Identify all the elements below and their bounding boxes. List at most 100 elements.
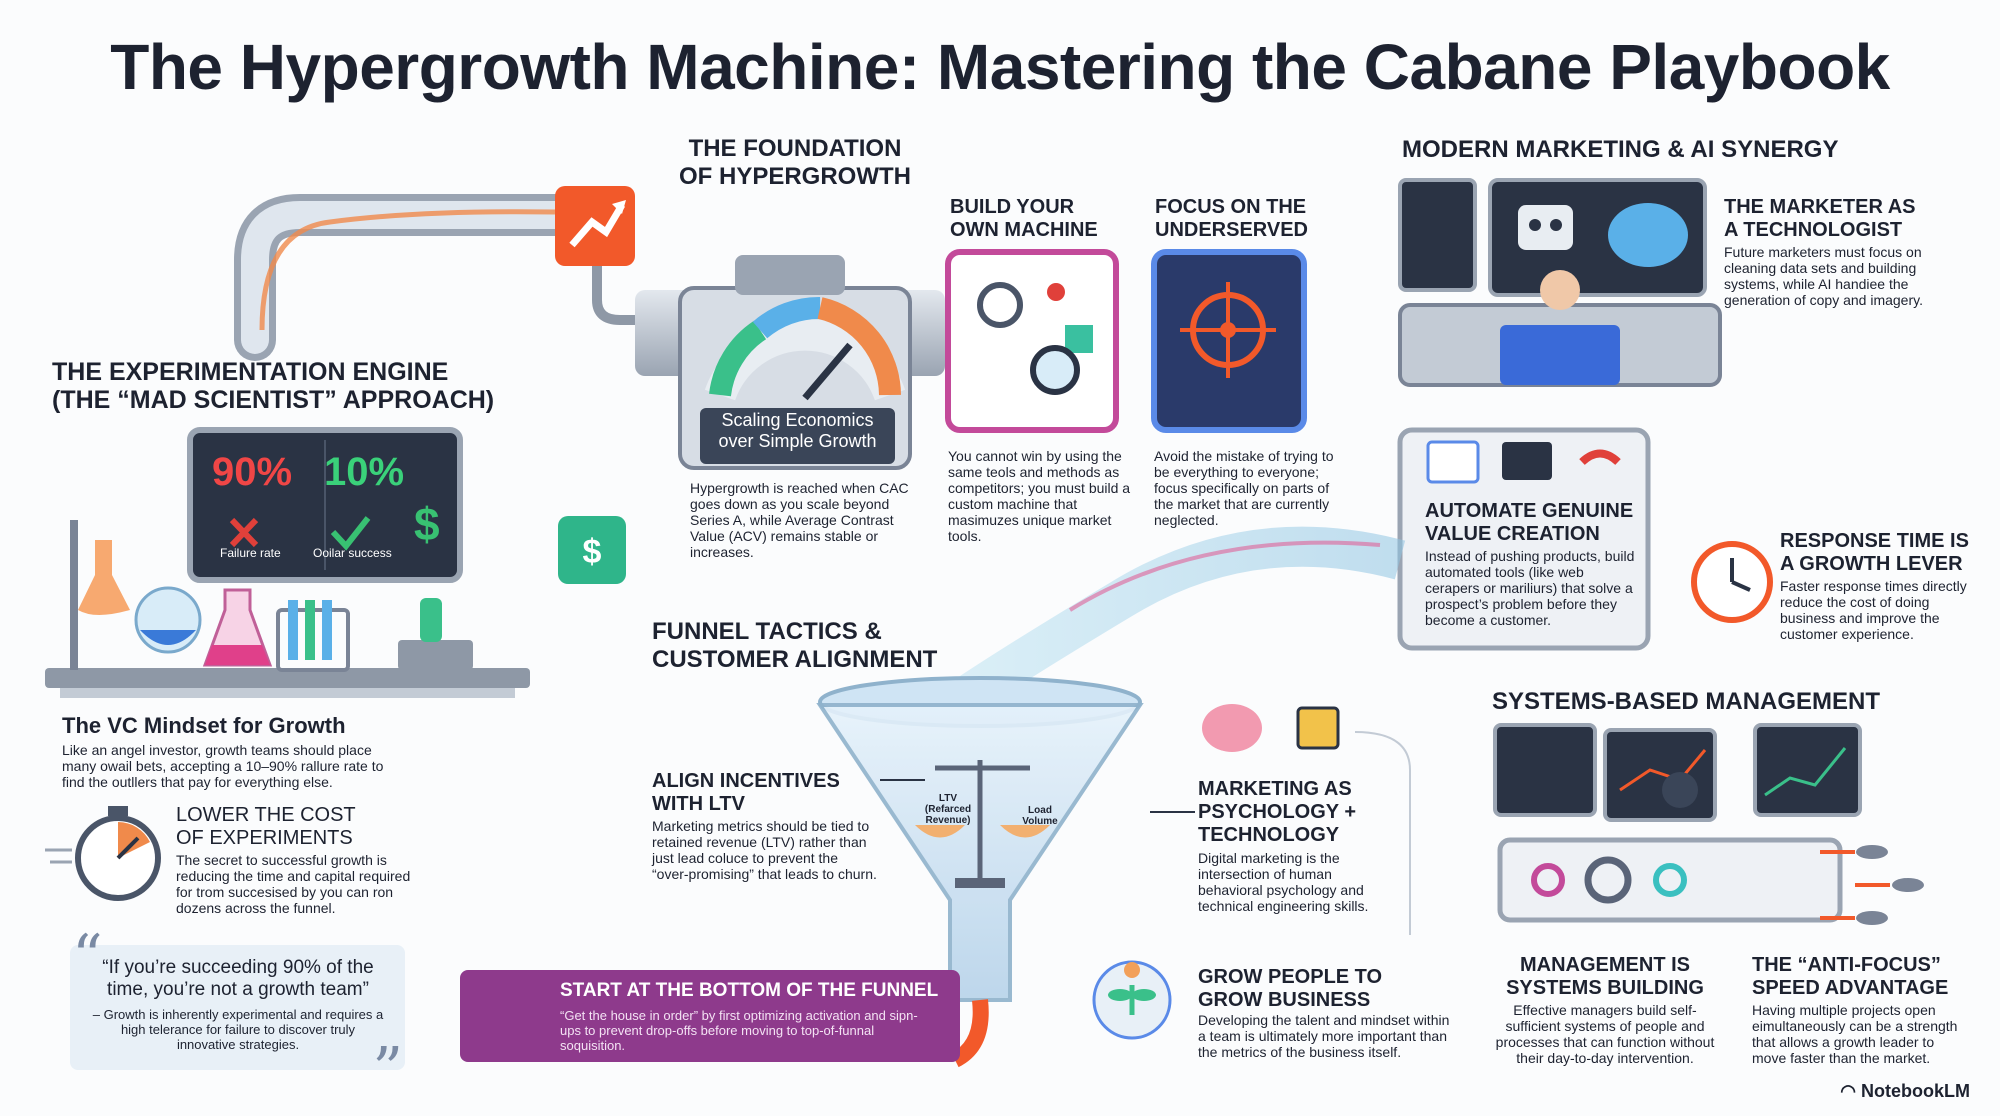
grow-people-title-line1: Grow People to: [1198, 966, 1383, 988]
brain-icon: [1608, 203, 1688, 267]
experimentation-heading: The Experimentation Engine (The “Mad Sci…: [52, 358, 494, 414]
bottom-funnel-banner: Start at the Bottom of the Funnel “Get t…: [460, 970, 960, 1062]
focus-underserved-title-line1: Focus on the: [1155, 196, 1307, 218]
align-incentives-title: Align Incentives with LTV: [652, 770, 840, 816]
focus-underserved-title-line2: Underserved: [1155, 219, 1308, 241]
scale-right-label-line2: Volume: [1022, 816, 1058, 827]
build-machine-body: You cannot win by using the same teols a…: [948, 448, 1131, 544]
experimentation-heading-line1: The Experimentation Engine: [52, 358, 449, 386]
focus-underserved-body: Avoid the mistake of trying to be everyt…: [1154, 448, 1334, 528]
dollar-cycle-icon: [558, 516, 626, 584]
management-systems-body: Effective managers build self-sufficient…: [1495, 1002, 1715, 1066]
gauge-label: Scaling Economics over Simple Growth: [700, 410, 895, 452]
lab-illustration: $ $: [45, 427, 626, 698]
bottom-funnel-body: “Get the house in order” by first optimi…: [560, 1008, 918, 1053]
open-quote-icon: “: [72, 922, 103, 992]
align-incentives-title-line2: with LTV: [652, 793, 745, 815]
vc-mindset-title: The VC Mindset for Growth: [62, 713, 346, 738]
grow-people-body: Developing the talent and mindset within…: [1198, 1012, 1450, 1060]
rocket-icons: [1820, 845, 1924, 925]
success-label: Ooilar success: [313, 546, 392, 560]
build-machine-title-line2: Own Machine: [950, 219, 1098, 241]
management-systems-title-line1: Management is: [1520, 954, 1690, 976]
anti-focus-body: Having multiple projects open eimultaneo…: [1752, 1002, 1958, 1066]
funnel-heading: Funnel Tactics & Customer Alignment: [652, 618, 937, 674]
psychology-title-line1: Marketing as: [1198, 778, 1352, 800]
psychology-title-line2: Psychology +: [1198, 801, 1357, 823]
close-quote-icon: ”: [372, 1035, 403, 1105]
gauge-label-line2: over Simple Growth: [718, 431, 877, 451]
sprout-icon: [1092, 960, 1172, 1040]
automate-value-title-line1: Automate Genuine: [1425, 500, 1634, 522]
align-incentives-title-line1: Align Incentives: [652, 770, 840, 792]
success-percent: 10%: [324, 450, 405, 494]
psychology-icons: [880, 704, 1411, 935]
gauge-body: Hypergrowth is reached when CAC goes dow…: [690, 480, 909, 560]
handshake-icon: [1579, 449, 1621, 466]
systems-illustration: [1493, 723, 1924, 925]
stopwatch-icon: [45, 806, 161, 901]
svg-text:$: $: [583, 533, 602, 571]
psychology-title: Marketing as Psychology + Technology: [1198, 778, 1356, 847]
scale-right-label: Load Volume: [1010, 805, 1070, 827]
focus-underserved-title: Focus on the Underserved: [1155, 196, 1308, 242]
failure-percent: 90%: [212, 450, 293, 494]
automate-card: [1397, 427, 1651, 651]
lower-cost-title-line1: Lower the Cost: [176, 804, 356, 826]
automate-value-title-line2: Value Creation: [1425, 523, 1600, 545]
bottom-funnel-title: Start at the Bottom of the Funnel: [560, 980, 939, 1001]
marketer-technologist-title: The Marketer as a Technologist: [1724, 196, 1915, 242]
funnel-heading-line1: Funnel Tactics &: [652, 618, 882, 645]
management-systems-title-line2: Systems Building: [1506, 977, 1704, 999]
automate-value-body: Instead of pushing products, build autom…: [1425, 548, 1635, 628]
grow-people-title: Grow People to Grow Business: [1198, 966, 1382, 1012]
funnel-illustration: [816, 676, 1144, 1068]
scale-left-label-line3: Revenue): [925, 815, 971, 826]
gear-icon: [1584, 856, 1632, 904]
anti-focus-title-line2: Speed Advantage: [1752, 977, 1949, 999]
scale-left-label-line1: LTV: [938, 793, 958, 804]
psychology-body: Digital marketing is the intersection of…: [1198, 850, 1369, 914]
response-time-title-line1: Response Time is: [1780, 530, 1969, 552]
build-machine-title: Build Your Own Machine: [950, 196, 1098, 242]
automate-value-title: Automate Genuine Value Creation: [1425, 500, 1633, 546]
anti-focus-title-line1: The “Anti-Focus”: [1752, 954, 1941, 976]
pipe-illustration: [234, 186, 660, 361]
scale-right-label-line1: Load: [1028, 805, 1052, 816]
response-time-title-line2: a Growth Lever: [1780, 553, 1963, 575]
scale-left-label-line2: (Refarced: [924, 804, 972, 815]
svg-text:$: $: [414, 498, 440, 550]
lower-cost-body: The secret to successful growth is reduc…: [176, 852, 411, 916]
response-time-title: Response Time is a Growth Lever: [1780, 530, 1969, 576]
flow-stream: [948, 526, 1406, 717]
clock-icon: [1691, 541, 1773, 623]
vc-mindset-body: Like an angel investor, growth teams sho…: [62, 742, 384, 790]
notebooklm-brand-text: NotebookLM: [1861, 1081, 1970, 1101]
foundation-heading-line2: of Hypergrowth: [679, 163, 911, 190]
lower-cost-title-line2: of Experiments: [176, 827, 353, 849]
robot-icon: [1518, 205, 1573, 250]
failure-label: Failure rate: [220, 546, 281, 560]
marketer-technologist-body: Future marketers must focus on cleaning …: [1724, 244, 1923, 308]
management-systems-title: Management is Systems Building: [1495, 954, 1715, 1000]
quote-card: “ ” “If you’re succeeding 90% of the tim…: [70, 927, 405, 1100]
marketer-technologist-title-line2: a Technologist: [1724, 219, 1903, 241]
brain-icon: [1202, 704, 1262, 752]
response-time-body: Faster response times directly reduce th…: [1780, 578, 1967, 642]
grow-people-title-line2: Grow Business: [1198, 989, 1371, 1011]
gear-icon: [1531, 863, 1565, 897]
align-incentives-body: Marketing metrics should be tied to reta…: [652, 818, 877, 882]
chip-icon: [1296, 706, 1340, 750]
funnel-heading-line2: Customer Alignment: [652, 646, 938, 673]
marketer-technologist-title-line1: The Marketer as: [1724, 196, 1916, 218]
scale-left-label: LTV (Refarced Revenue): [908, 793, 988, 826]
notebooklm-logo-icon: ◠: [1840, 1081, 1862, 1101]
psychology-title-line3: Technology: [1198, 824, 1340, 846]
quote-subtext: – Growth is inherently experimental and …: [92, 1007, 384, 1052]
anti-focus-title: The “Anti-Focus” Speed Advantage: [1752, 954, 1948, 1000]
foundation-heading: The Foundation of Hypergrowth: [650, 135, 940, 191]
gauge-label-line1: Scaling Economics: [721, 410, 874, 430]
experimentation-heading-line2: (The “Mad Scientist” Approach): [52, 386, 495, 414]
